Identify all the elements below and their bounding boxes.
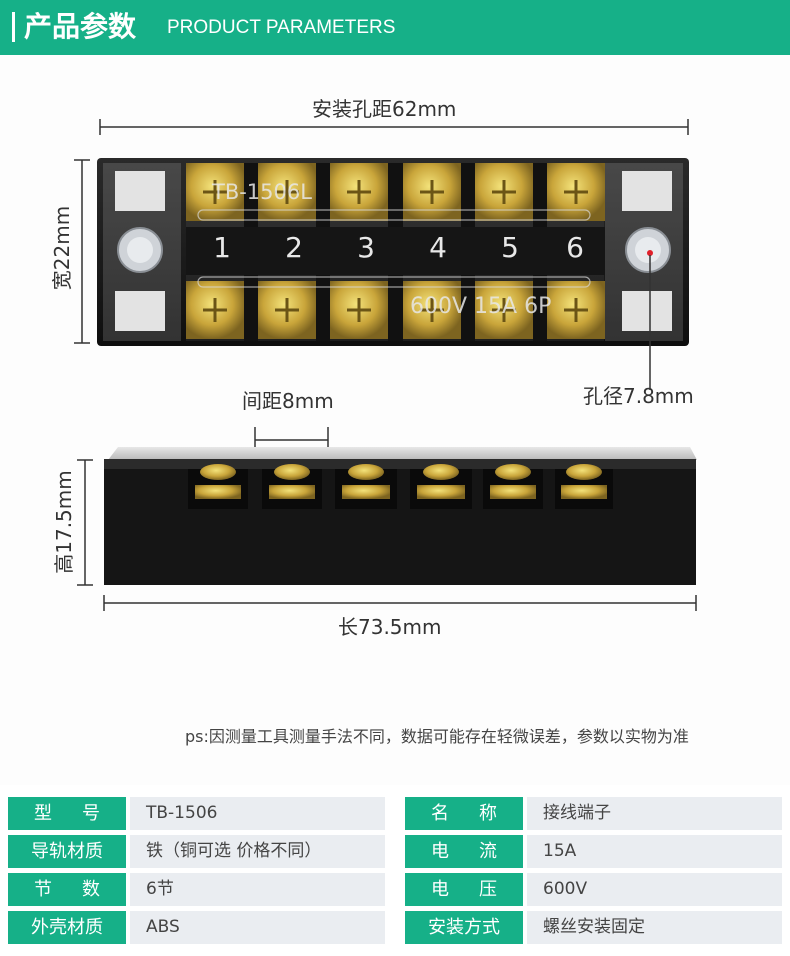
pitch-label: 间距8mm — [242, 389, 334, 413]
hole-spacing-dimension — [99, 119, 689, 135]
top-screw-row — [186, 163, 605, 221]
spec-value: 6节 — [130, 873, 385, 906]
hole-spacing-label: 安装孔距62mm — [312, 97, 457, 121]
spec-label: 节数 — [8, 873, 126, 906]
hole-marker-dot — [647, 250, 653, 256]
terminal-number: 3 — [357, 231, 375, 264]
height-label: 高17.5mm — [52, 470, 76, 574]
bottom-screw-row — [186, 281, 605, 339]
header-title-en: PRODUCT PARAMETERS — [167, 17, 396, 38]
spec-value: ABS — [130, 911, 385, 944]
header-accent-bar — [12, 12, 15, 42]
spec-row: 外壳材质 ABS 安装方式 螺丝安装固定 — [8, 911, 782, 944]
measurement-note: ps:因测量工具测量手法不同，数据可能存在轻微误差，参数以实物为准 — [185, 727, 689, 746]
terminal-number: 2 — [285, 231, 303, 264]
spec-value: 600V — [527, 873, 782, 906]
terminal-block-side-view — [104, 447, 697, 585]
spec-value: TB-1506 — [130, 797, 385, 830]
header-title-cn: 产品参数 — [24, 10, 137, 43]
spec-label: 型号 — [8, 797, 126, 830]
rating-print: 600V 15A 6P — [410, 294, 552, 319]
pitch-dimension — [254, 427, 329, 448]
product-diagram-area: TB-1506L 600V 15A 6P 1 2 3 4 5 6 安装孔距62m… — [0, 55, 790, 785]
length-label: 长73.5mm — [338, 615, 442, 639]
terminal-block-top-view — [97, 158, 689, 346]
terminal-number: 5 — [501, 231, 519, 264]
terminal-number: 4 — [429, 231, 447, 264]
spec-value: 15A — [527, 835, 782, 868]
spec-row: 导轨材质 铁（铜可选 价格不同） 电流 15A — [8, 835, 782, 868]
width-dimension — [74, 159, 90, 344]
width-label: 宽22mm — [50, 205, 74, 291]
spec-value: 螺丝安装固定 — [527, 911, 782, 944]
spec-label: 导轨材质 — [8, 835, 126, 868]
spec-value: 接线端子 — [527, 797, 782, 830]
terminal-number: 1 — [213, 231, 231, 264]
spec-label: 安装方式 — [405, 911, 523, 944]
spec-value: 铁（铜可选 价格不同） — [130, 835, 385, 868]
terminal-number: 6 — [566, 231, 584, 264]
spec-row: 型号 TB-1506 名称 接线端子 — [8, 797, 782, 830]
terminal-number-row: 1 2 3 4 5 6 — [186, 231, 604, 264]
height-dimension — [77, 459, 93, 586]
spec-label: 外壳材质 — [8, 911, 126, 944]
hole-diameter-label: 孔径7.8mm — [583, 384, 694, 408]
product-diagram — [74, 119, 697, 611]
spec-label: 名称 — [405, 797, 523, 830]
length-dimension — [103, 595, 697, 611]
spec-row: 节数 6节 电压 600V — [8, 873, 782, 906]
section-header: 产品参数 PRODUCT PARAMETERS — [0, 0, 790, 55]
model-print: TB-1506L — [212, 180, 312, 204]
spec-label: 电压 — [405, 873, 523, 906]
spec-label: 电流 — [405, 835, 523, 868]
